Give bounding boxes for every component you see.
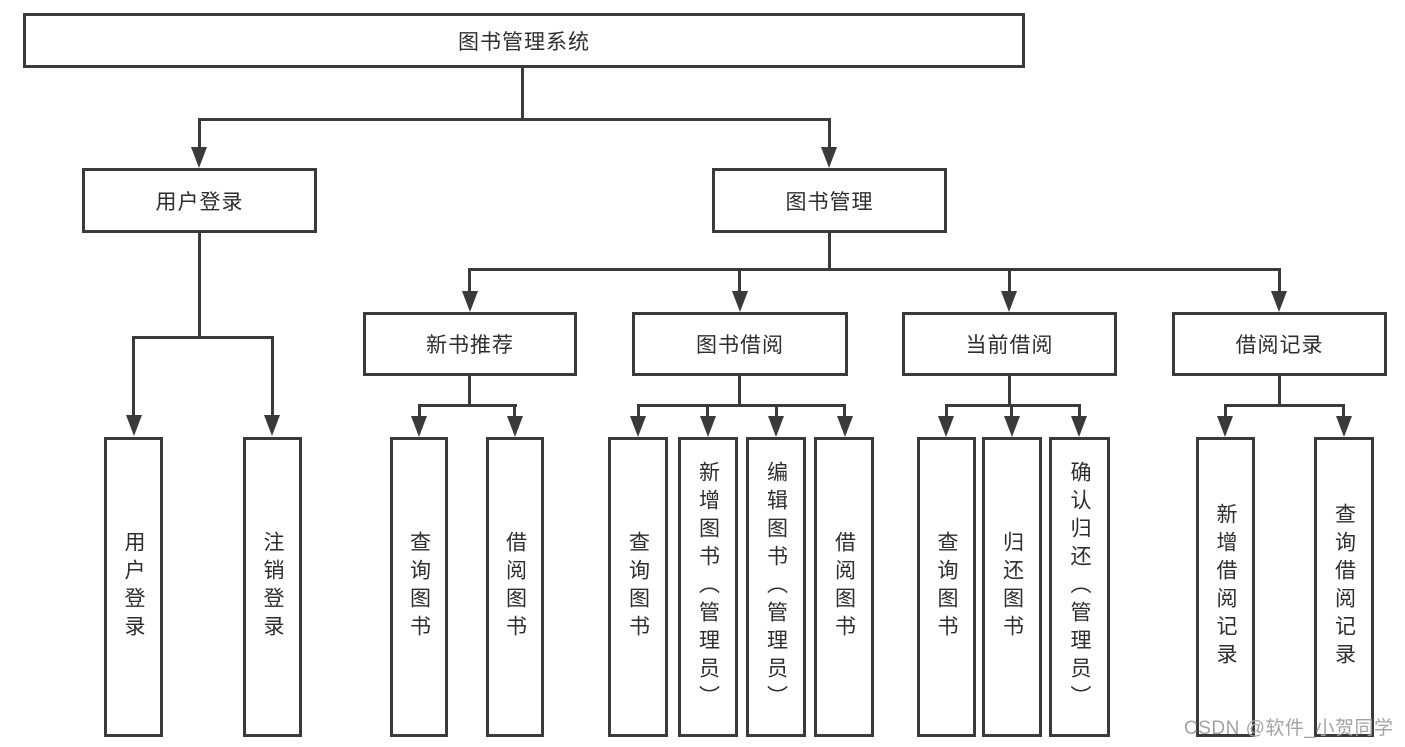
node-current-borrowing: 当前借阅 xyxy=(902,312,1117,376)
leaf-records-add-record: 新增借阅记录 xyxy=(1196,437,1255,737)
arrow-down-icon xyxy=(264,415,280,436)
connector-line xyxy=(132,336,135,416)
arrow-down-icon xyxy=(507,416,523,437)
node-label: 查询图书 xyxy=(935,531,958,643)
leaf-current-query-books: 查询图书 xyxy=(917,437,976,737)
node-library-management-system: 图书管理系统 xyxy=(23,13,1025,68)
connector-line xyxy=(843,404,846,417)
leaf-records-query-record: 查询借阅记录 xyxy=(1314,437,1374,737)
arrow-down-icon xyxy=(1336,416,1352,437)
connector-line xyxy=(418,404,517,407)
node-label: 查询图书 xyxy=(407,531,431,643)
connector-line xyxy=(1278,376,1281,407)
connector-line xyxy=(945,404,948,417)
connector-line xyxy=(198,118,201,149)
connector-line xyxy=(945,404,1081,407)
connector-line xyxy=(1278,268,1281,292)
connector-line xyxy=(513,404,516,417)
node-label: 新增图书（管理员） xyxy=(696,461,720,713)
node-label: 借阅图书 xyxy=(503,531,527,643)
connector-line xyxy=(198,118,831,121)
connector-line xyxy=(775,404,778,417)
connector-line xyxy=(469,268,1281,271)
node-label: 新增借阅记录 xyxy=(1214,503,1237,671)
connector-line xyxy=(828,233,831,271)
arrow-down-icon xyxy=(1004,416,1020,437)
leaf-borrow-edit-books-admin: 编辑图书（管理员） xyxy=(746,437,806,737)
node-label: 查询借阅记录 xyxy=(1332,503,1356,671)
connector-line xyxy=(468,268,471,292)
node-label: 图书借阅 xyxy=(696,334,784,357)
connector-line xyxy=(1078,404,1081,417)
connector-line xyxy=(637,404,846,407)
arrow-down-icon xyxy=(411,416,427,437)
leaf-user-login: 用户登录 xyxy=(104,437,163,737)
leaf-current-return-books: 归还图书 xyxy=(982,437,1042,737)
arrow-down-icon xyxy=(837,416,853,437)
connector-line xyxy=(1010,404,1013,417)
connector-line xyxy=(738,268,741,292)
leaf-logout-login: 注销登录 xyxy=(243,437,302,737)
node-label: 注销登录 xyxy=(261,531,284,643)
node-label: 借阅记录 xyxy=(1235,334,1324,357)
arrow-down-icon xyxy=(768,416,784,437)
arrow-down-icon xyxy=(126,415,142,436)
arrow-down-icon xyxy=(462,291,478,312)
arrow-down-icon xyxy=(1071,416,1087,437)
node-book-management: 图书管理 xyxy=(712,168,947,233)
node-book-borrowing: 图书借阅 xyxy=(632,312,848,376)
node-label: 查询图书 xyxy=(626,531,650,643)
node-label: 借阅图书 xyxy=(832,531,856,643)
connector-line xyxy=(271,336,274,416)
node-label: 图书管理 xyxy=(785,190,874,214)
arrow-down-icon xyxy=(938,416,954,437)
leaf-recommend-query-books: 查询图书 xyxy=(390,437,448,737)
arrow-down-icon xyxy=(732,291,748,312)
node-label: 归还图书 xyxy=(1000,531,1024,643)
arrow-down-icon xyxy=(700,416,716,437)
arrow-down-icon xyxy=(1217,416,1233,437)
node-new-book-recommendation: 新书推荐 xyxy=(363,312,577,376)
arrow-down-icon xyxy=(821,147,837,168)
node-label: 用户登录 xyxy=(155,190,244,214)
node-user-login: 用户登录 xyxy=(82,168,317,233)
connector-line xyxy=(1008,376,1011,407)
leaf-borrow-query-books: 查询图书 xyxy=(608,437,668,737)
arrow-down-icon xyxy=(191,147,207,168)
node-label: 当前借阅 xyxy=(965,334,1054,357)
leaf-borrow-borrow-books: 借阅图书 xyxy=(814,437,874,737)
node-label: 新书推荐 xyxy=(426,334,514,357)
connector-line xyxy=(198,233,201,338)
node-label: 图书管理系统 xyxy=(458,30,590,54)
watermark-text: CSDN @软件_小贺同学 xyxy=(1184,718,1394,739)
leaf-recommend-borrow-books: 借阅图书 xyxy=(486,437,544,737)
node-label: 确认归还（管理员） xyxy=(1068,461,1091,713)
arrow-down-icon xyxy=(1271,291,1287,312)
connector-line xyxy=(828,118,831,149)
arrow-down-icon xyxy=(630,416,646,437)
leaf-current-confirm-return-admin: 确认归还（管理员） xyxy=(1049,437,1110,737)
connector-line xyxy=(706,404,709,417)
connector-line xyxy=(521,68,524,121)
connector-line xyxy=(468,376,471,407)
connector-line xyxy=(1224,404,1227,417)
connector-line xyxy=(1342,404,1345,417)
connector-line xyxy=(1224,404,1345,407)
arrow-down-icon xyxy=(1001,291,1017,312)
connector-line xyxy=(738,376,741,407)
connector-line xyxy=(637,404,640,417)
node-borrowing-records: 借阅记录 xyxy=(1172,312,1387,376)
connector-line xyxy=(418,404,421,417)
leaf-borrow-add-books-admin: 新增图书（管理员） xyxy=(678,437,738,737)
node-label: 用户登录 xyxy=(122,531,145,643)
connector-line xyxy=(132,336,273,339)
node-label: 编辑图书（管理员） xyxy=(764,461,788,713)
connector-line xyxy=(1008,268,1011,292)
